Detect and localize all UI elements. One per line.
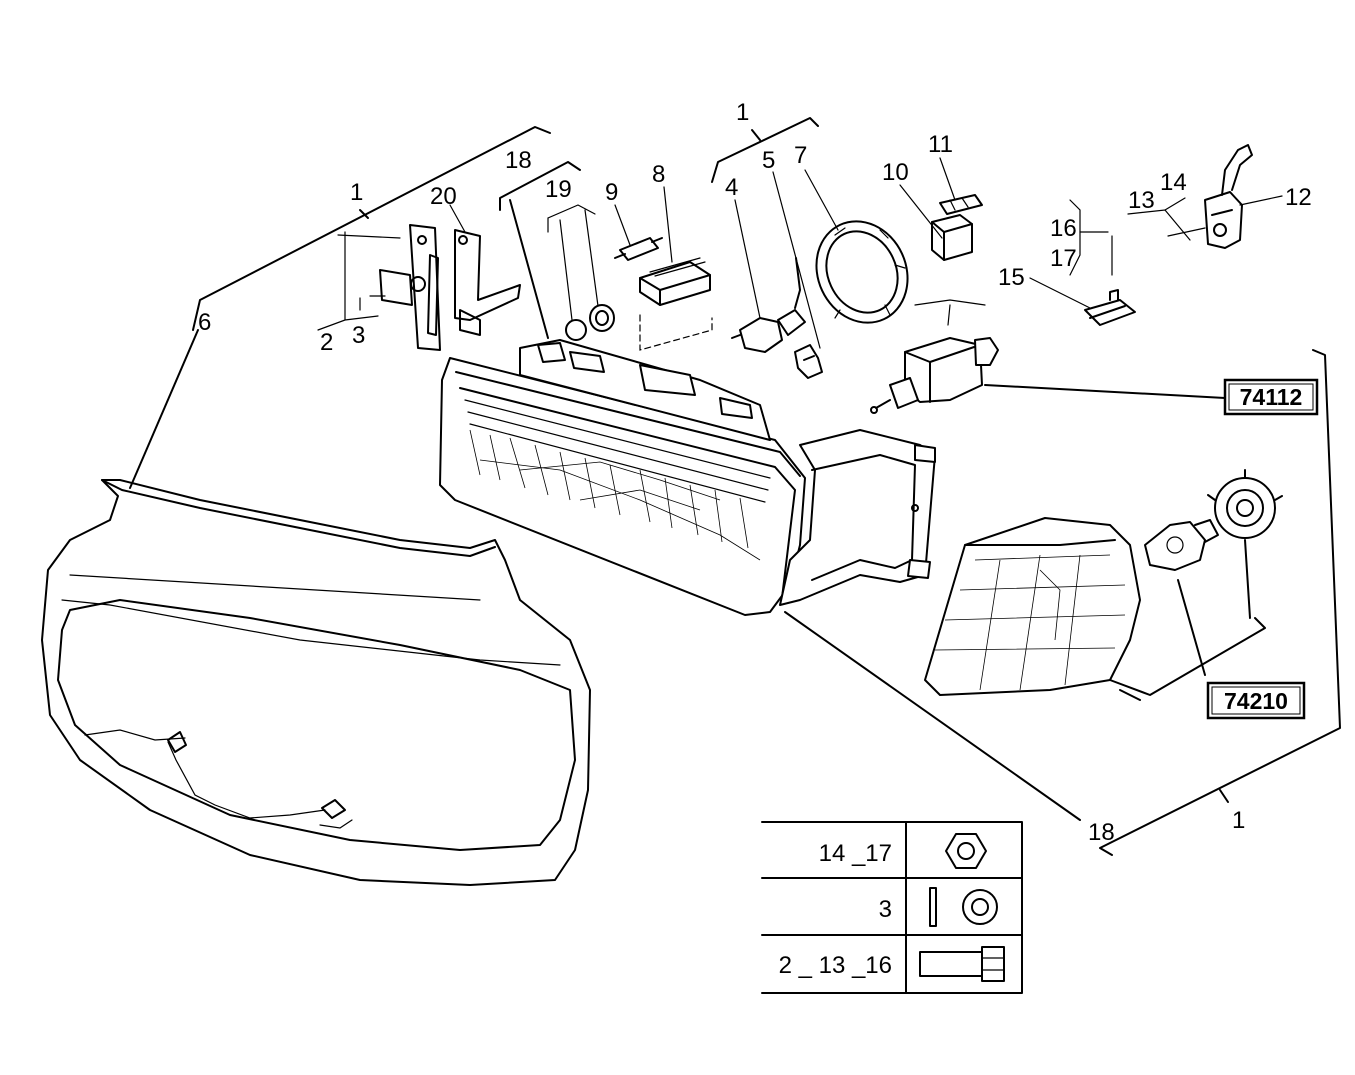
parking-bulb-part: [794, 344, 823, 379]
leveling-motor-part: [870, 299, 999, 414]
callout-17: 17: [1050, 245, 1077, 272]
callout-4: 4: [725, 174, 738, 201]
callout-18-bottom: 18: [1088, 819, 1115, 846]
hardware-row-label: 2 _ 13 _16: [779, 952, 892, 979]
callout-1-left: 1: [350, 179, 363, 206]
reference-number-74210: 74210: [1224, 688, 1288, 714]
callout-6: 6: [198, 309, 211, 336]
leader-lines: [129, 117, 1341, 856]
callout-15: 15: [998, 264, 1025, 291]
relay-module-part: [931, 214, 973, 261]
main-bulb-part: [731, 257, 806, 353]
callout-3: 3: [352, 322, 365, 349]
washer-icon: [929, 887, 998, 927]
bolt-icon: [919, 946, 1005, 982]
callout-11: 11: [928, 131, 953, 158]
retaining-ring-part: [815, 220, 909, 324]
reference-box-74112: 74112: [1223, 378, 1319, 416]
reference-box-74210: 74210: [1206, 681, 1306, 720]
fuse-part: [939, 194, 983, 215]
callout-1-right: 1: [1232, 807, 1245, 834]
seal-rings-part: [565, 304, 615, 341]
callout-2: 2: [320, 329, 333, 356]
connector-block-part: [639, 257, 713, 351]
callout-20: 20: [430, 183, 457, 210]
callout-7: 7: [794, 142, 807, 169]
indicator-bulb-part: [1144, 519, 1219, 571]
bulb-holder-part: [1207, 469, 1283, 539]
callout-8: 8: [652, 161, 665, 188]
callout-1-top: 1: [736, 99, 749, 126]
hardware-row-label: 3: [879, 896, 892, 923]
adjuster-screw-part: [1167, 144, 1253, 249]
callout-19: 19: [545, 176, 572, 203]
headlamp-surround-part: [41, 479, 591, 886]
hardware-table: 14 _17 3 2 _ 13 _16: [761, 821, 1023, 994]
reference-number-74112: 74112: [1240, 384, 1303, 410]
hex-nut-icon: [945, 833, 987, 869]
callout-14: 14: [1160, 169, 1187, 196]
callout-18-top: 18: [505, 147, 532, 174]
callout-13: 13: [1128, 187, 1155, 214]
callout-12: 12: [1285, 184, 1312, 211]
callout-5: 5: [762, 147, 775, 174]
side-bulb-part: [614, 237, 663, 261]
headlamp-unit-part: [439, 339, 936, 616]
adjuster-clip-part: [1084, 235, 1136, 326]
callout-labels: 1 1 1 2 3 4 5 6 7 8 9 10 11 12 13 14 15 …: [198, 99, 1312, 846]
callout-16: 16: [1050, 215, 1077, 242]
callout-10: 10: [882, 159, 909, 186]
callout-9: 9: [605, 179, 618, 206]
hardware-row-label: 14 _17: [819, 840, 892, 867]
mounting-bracket-part: [337, 224, 521, 351]
indicator-lamp-part: [924, 517, 1141, 696]
